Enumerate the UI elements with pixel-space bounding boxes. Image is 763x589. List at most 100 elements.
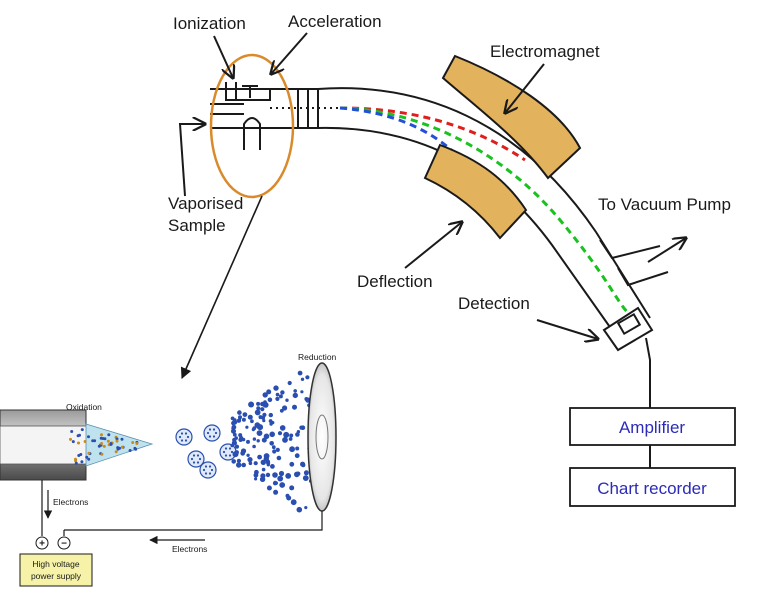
spray-droplet: [261, 415, 266, 420]
label-vaporised: Vaporised: [168, 194, 243, 213]
label-to-vacuum-pump: To Vacuum Pump: [598, 195, 731, 214]
power-supply-label-line2: power supply: [31, 571, 82, 581]
label-electrons-vertical: Electrons: [53, 497, 88, 507]
cone-particle: [100, 433, 103, 437]
spray-droplet: [278, 470, 285, 477]
droplet-charge: [192, 461, 196, 464]
spray-droplet: [289, 446, 295, 453]
spray-droplet: [263, 456, 269, 462]
cone-particle: [101, 437, 105, 440]
chart-recorder-box: [569, 467, 736, 507]
cone-particle: [114, 450, 118, 454]
chart-recorder-label: Chart recorder: [597, 479, 707, 498]
taylor-cone: [85, 423, 154, 467]
spray-droplet: [282, 405, 288, 411]
droplet-charge: [184, 432, 188, 435]
spray-droplet: [294, 453, 300, 459]
spray-droplet: [266, 463, 270, 467]
spray-droplet: [247, 457, 253, 463]
spray-droplet: [272, 472, 278, 478]
cone-particle: [91, 439, 95, 443]
cone-particle: [109, 442, 113, 446]
droplet-charge: [180, 432, 184, 435]
spray-droplet: [296, 506, 303, 513]
spray-droplet: [295, 446, 300, 451]
spray-droplet: [285, 398, 289, 402]
droplet-charge: [214, 431, 218, 435]
spray-droplet: [237, 410, 242, 415]
spray-droplet: [254, 409, 261, 416]
spray-droplet: [262, 419, 266, 423]
cone-particle: [120, 445, 124, 449]
spray-droplet: [282, 437, 288, 443]
spray-droplet: [239, 436, 244, 441]
spray-droplet: [230, 416, 235, 421]
spray-droplet: [279, 408, 284, 413]
spray-droplet: [240, 448, 247, 454]
cone-particle: [133, 446, 137, 450]
spray-droplet: [254, 477, 258, 481]
spray-droplet: [292, 392, 298, 399]
label-sample: Sample: [168, 216, 226, 235]
spray-droplet: [246, 453, 250, 457]
spray-droplet: [276, 455, 282, 461]
spray-droplet: [275, 396, 280, 401]
cone-particle: [74, 461, 78, 465]
spray-droplet: [266, 485, 272, 491]
spray-droplet: [252, 426, 257, 431]
cone-particle: [77, 454, 81, 457]
charged-droplet: [203, 424, 221, 442]
beam-blue: [339, 106, 462, 160]
spray-droplet: [231, 424, 237, 430]
droplet-charge: [208, 472, 212, 475]
spray-droplet: [267, 397, 273, 403]
spray-droplet: [305, 375, 310, 380]
spray-droplet: [269, 422, 273, 426]
spray-droplet: [242, 412, 248, 417]
label-reduction: Reduction: [298, 352, 337, 362]
spray-droplet: [269, 441, 275, 446]
spray-droplet: [256, 401, 261, 406]
spray-droplet: [252, 437, 257, 441]
spray-droplet: [269, 431, 276, 438]
spray-droplet: [299, 425, 304, 430]
cone-particle: [87, 435, 90, 439]
spray-droplet: [253, 472, 259, 478]
counter-electrode: [307, 362, 337, 512]
label-ionization: Ionization: [173, 14, 246, 33]
spray-droplet: [256, 430, 263, 436]
cone-particle: [85, 455, 89, 459]
spray-droplet: [260, 473, 266, 479]
spray-droplet: [277, 431, 283, 436]
minus-sign: −: [61, 539, 67, 550]
spray-droplet: [260, 407, 265, 412]
spray-droplet: [274, 481, 278, 485]
spray-droplet: [237, 418, 242, 422]
label-electromagnet: Electromagnet: [490, 42, 600, 61]
cone-particle: [135, 442, 139, 445]
spray-droplet: [288, 437, 293, 441]
amplifier-label: Amplifier: [619, 418, 685, 437]
ionization-highlight-ring: [209, 53, 295, 199]
signal-chain: Amplifier Chart recorder: [569, 407, 736, 507]
spray-droplet: [302, 475, 309, 481]
spray-droplet: [265, 472, 271, 478]
cone-particle: [78, 433, 81, 437]
spray-droplet: [234, 444, 240, 449]
cone-particle: [131, 441, 135, 444]
droplet-charge: [224, 454, 228, 457]
charged-droplets: [175, 424, 237, 479]
spray-droplet: [231, 421, 236, 426]
spray-droplet: [304, 506, 308, 510]
droplet-charge: [198, 457, 202, 461]
spray-droplet: [287, 380, 292, 386]
spray-droplet: [236, 462, 242, 468]
spray-droplet: [256, 439, 260, 443]
cone-particle: [77, 441, 80, 445]
cone-particle: [100, 442, 104, 445]
spray-droplet: [289, 461, 295, 467]
spray-droplet: [260, 401, 265, 407]
cone-particle: [118, 446, 121, 450]
droplet-charge: [180, 439, 184, 442]
